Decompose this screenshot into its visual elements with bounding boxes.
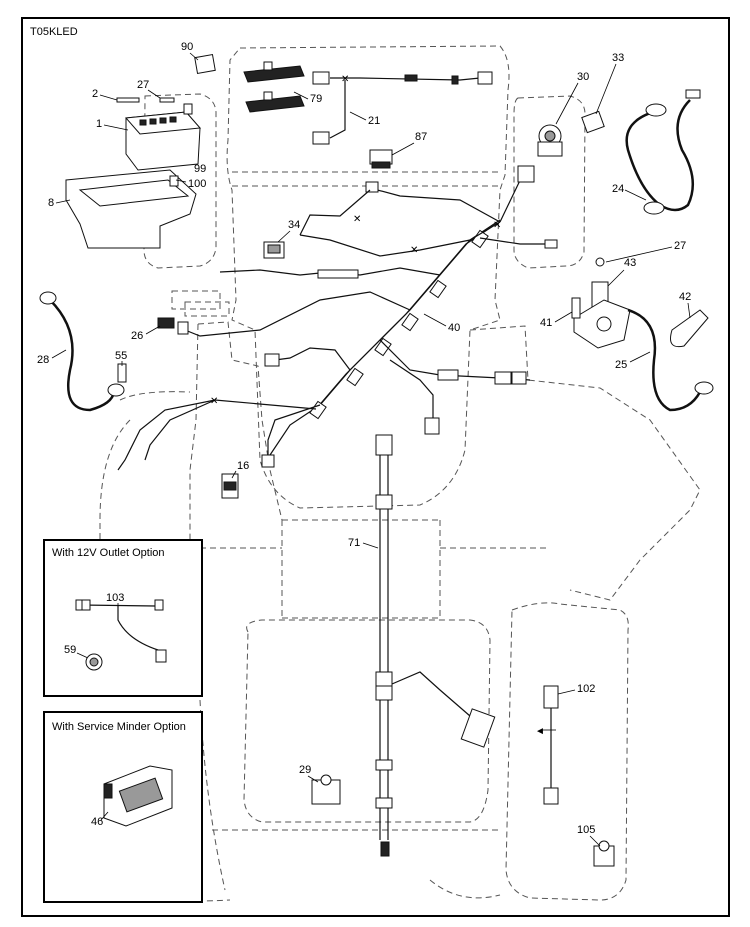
part-105-switch xyxy=(593,840,615,867)
callout-79: 79 xyxy=(310,93,322,105)
callout-102: 102 xyxy=(577,683,595,695)
part-2-bolt xyxy=(116,97,175,103)
part-8-battery-tray xyxy=(65,169,197,249)
callout-103: 103 xyxy=(106,592,124,604)
part-33-key-plate xyxy=(581,110,605,134)
svg-text:✕: ✕ xyxy=(353,214,361,225)
part-87-switch xyxy=(369,149,393,169)
part-90-relay xyxy=(194,53,216,75)
callout-8: 8 xyxy=(48,197,54,209)
callout-16: 16 xyxy=(237,460,249,472)
svg-text:✕: ✕ xyxy=(493,220,501,231)
part-42-boot xyxy=(670,309,709,348)
callout-105: 105 xyxy=(577,824,595,836)
part-43-solenoid xyxy=(573,257,631,349)
part-79-bracket xyxy=(243,61,305,113)
part-30-ignition-switch xyxy=(537,124,563,157)
svg-text:✕: ✕ xyxy=(210,396,218,407)
harness-clips xyxy=(309,229,489,420)
part-34-switch xyxy=(263,241,285,259)
svg-text:✕: ✕ xyxy=(341,74,349,85)
part-16-switch xyxy=(221,473,239,499)
callout-59: 59 xyxy=(64,644,76,656)
harness-71 xyxy=(375,434,496,857)
callout-26: 26 xyxy=(131,330,143,342)
part-29-switch xyxy=(311,774,341,805)
callout-71: 71 xyxy=(348,537,360,549)
inset-service-minder-title: With Service Minder Option xyxy=(52,721,186,733)
callout-40: 40 xyxy=(448,322,460,334)
diagram-border xyxy=(21,17,730,917)
callout-100: 100 xyxy=(188,178,206,190)
tractor-outline xyxy=(99,45,701,902)
part-24-cable xyxy=(625,89,701,215)
callouts: 90 2 27 1 99 100 8 79 21 87 30 33 24 34 … xyxy=(37,41,691,847)
harness-connector xyxy=(517,165,535,183)
callout-42: 42 xyxy=(679,291,691,303)
callout-34: 34 xyxy=(288,219,300,231)
callout-43: 43 xyxy=(624,257,636,269)
inset-12v-outlet: With 12V Outlet Option 103 59 xyxy=(43,539,203,697)
callout-28: 28 xyxy=(37,354,49,366)
svg-text:◄: ◄ xyxy=(535,726,545,737)
callout-33: 33 xyxy=(612,52,624,64)
callout-21: 21 xyxy=(368,115,380,127)
callout-99: 99 xyxy=(194,163,206,175)
callout-24: 24 xyxy=(612,183,624,195)
inset-service-minder: With Service Minder Option 46 xyxy=(43,711,203,903)
callout-1: 1 xyxy=(96,118,102,130)
part-28-cable xyxy=(39,291,125,412)
callout-90: 90 xyxy=(181,41,193,53)
main-harness: ✕ ✕ ✕ ✕ xyxy=(117,165,558,471)
svg-text:✕: ✕ xyxy=(410,245,418,256)
part-26-fuse-holder xyxy=(157,317,189,335)
diagram-code: T05KLED xyxy=(30,26,78,38)
callout-29: 29 xyxy=(299,764,311,776)
callout-87: 87 xyxy=(415,131,427,143)
callout-41: 41 xyxy=(540,317,552,329)
part-21-harness: ✕ xyxy=(312,71,493,145)
callout-27b: 27 xyxy=(674,240,686,252)
callout-2: 2 xyxy=(92,88,98,100)
callout-46: 46 xyxy=(91,816,103,828)
callout-55: 55 xyxy=(115,350,127,362)
part-25-cable xyxy=(627,308,714,412)
inset-outlet-title: With 12V Outlet Option xyxy=(52,547,165,559)
callout-25: 25 xyxy=(615,359,627,371)
callout-30: 30 xyxy=(577,71,589,83)
part-55-bolt xyxy=(117,363,127,383)
part-102-harness: ◄ xyxy=(535,685,559,805)
part-41-bolt xyxy=(571,297,581,319)
part-1-battery xyxy=(124,103,202,171)
callout-27a: 27 xyxy=(137,79,149,91)
